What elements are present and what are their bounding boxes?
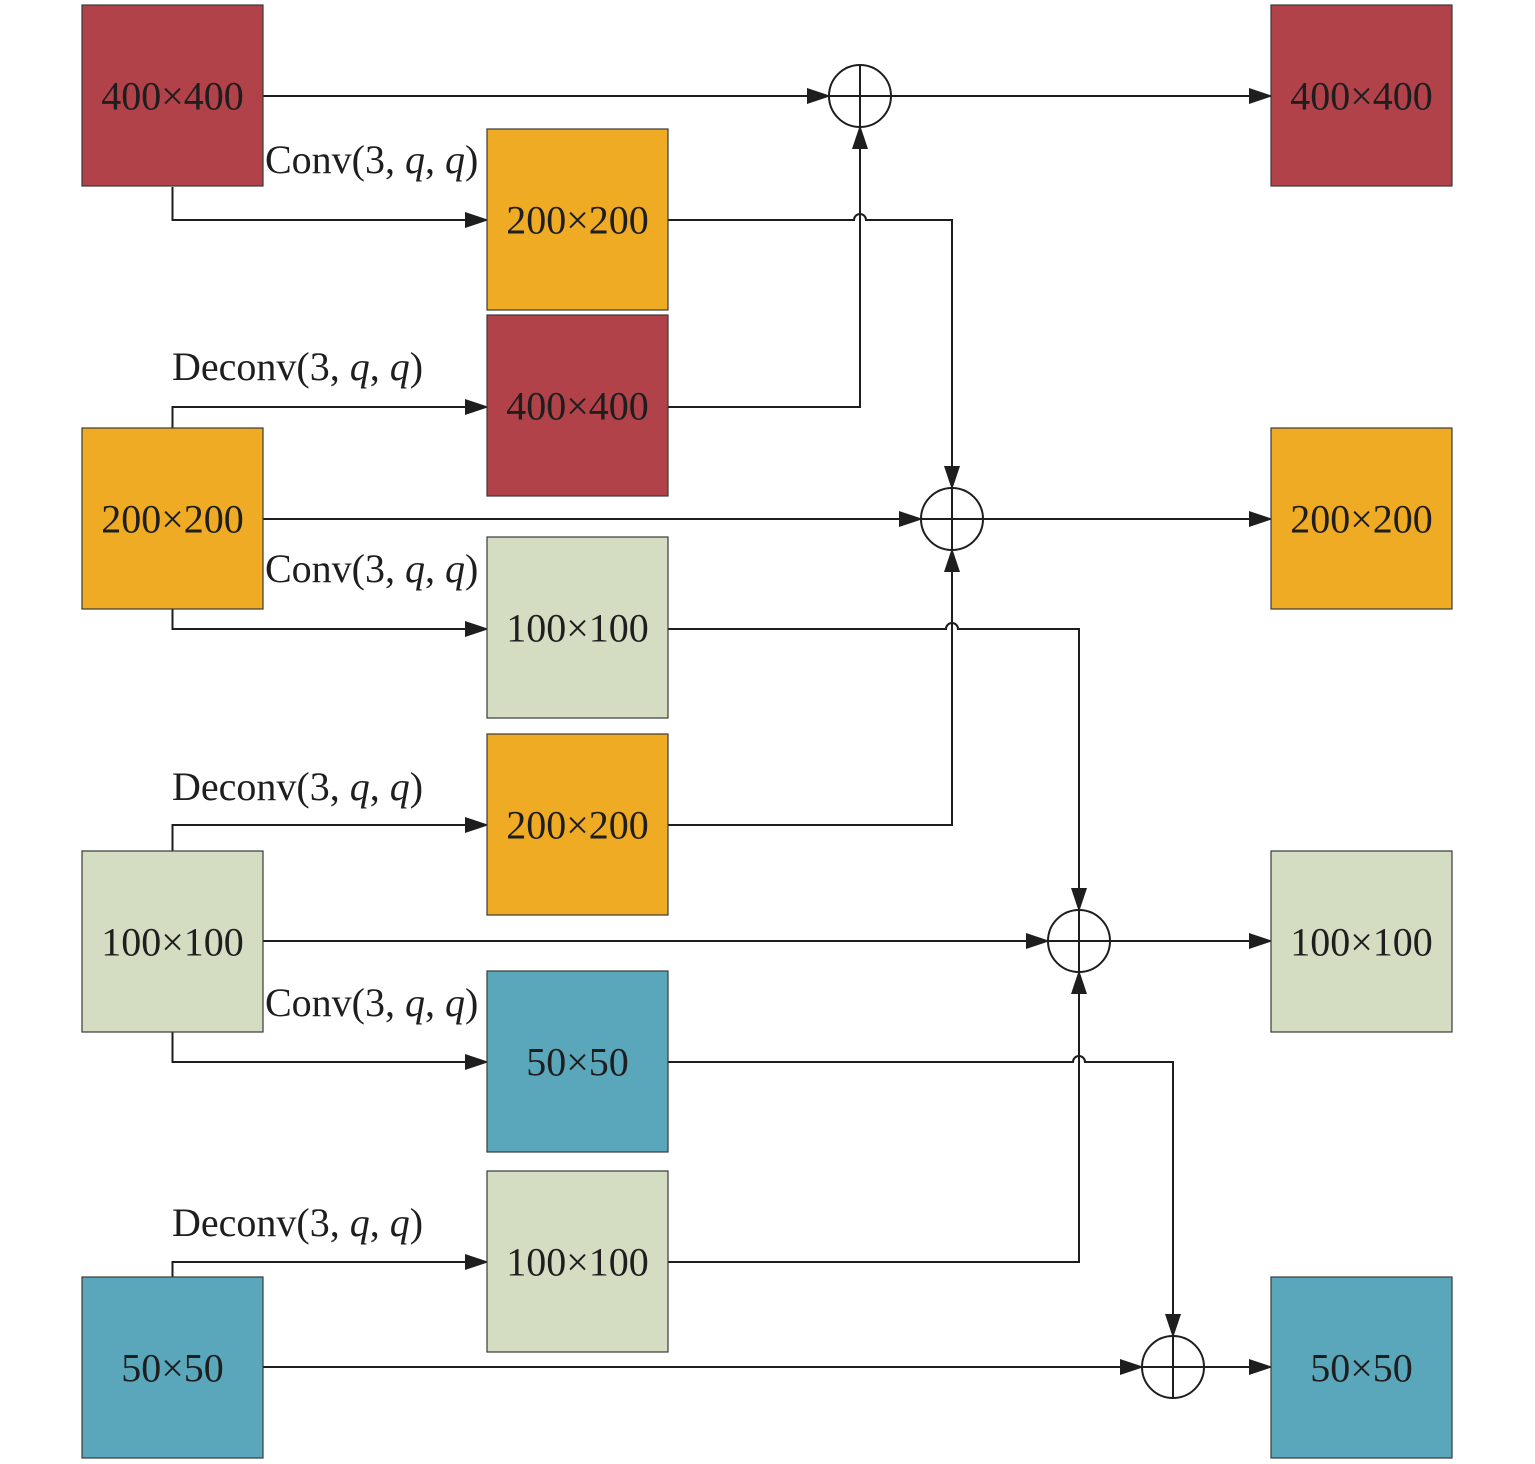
sum-node-4 [1141,1335,1205,1399]
input-map-3-label: 100×100 [101,920,244,965]
intermediate-map-1-label: 200×200 [506,198,649,243]
intermediate-map-3-rect [486,536,669,719]
intermediate-map-1-rect [486,128,669,311]
output-map-3-rect [1270,850,1453,1033]
input-map-3-rect [81,850,264,1033]
sum-node-2 [920,487,984,551]
intermediate-map-6-rect [486,1170,669,1353]
input-map-1-label: 400×400 [101,74,244,119]
input-map-4-label: 50×50 [121,1346,224,1391]
input-map-2-rect [81,427,264,610]
input-map-3: 100×100 [81,850,264,1033]
output-map-1: 400×400 [1270,4,1453,187]
output-map-1-rect [1270,4,1453,187]
connector-3 [171,187,489,228]
conv-label-2: Conv(3, q, q) [265,546,478,591]
intermediate-map-4-label: 200×200 [506,803,649,848]
intermediate-map-2-rect [486,314,669,497]
input-map-1: 400×400 [81,4,264,187]
input-map-4: 50×50 [81,1276,264,1459]
output-map-2-rect [1270,427,1453,610]
input-map-4-rect [81,1276,264,1459]
intermediate-map-6-label: 100×100 [506,1240,649,1285]
connection-lines [171,88,1273,1375]
intermediate-map-2-label: 400×400 [506,384,649,429]
connector-16 [668,1055,1181,1338]
sum-node-3 [1047,909,1111,973]
output-map-4: 50×50 [1270,1276,1453,1459]
input-map-2-label: 200×200 [101,497,244,542]
output-map-4-rect [1270,1276,1453,1459]
sum-node-1 [828,64,892,128]
connector-9 [171,609,489,637]
deconv-label-2: Deconv(3, q, q) [172,764,423,809]
sum-nodes [828,64,1205,1399]
intermediate-map-5-rect [486,970,669,1153]
deconv-label-3: Deconv(3, q, q) [172,1200,423,1245]
output-map-2-label: 200×200 [1290,497,1433,542]
intermediate-map-5: 50×50 [486,970,669,1153]
output-map-1-label: 400×400 [1290,74,1433,119]
connector-12 [668,548,960,826]
deconv-label-1: Deconv(3, q, q) [172,344,423,389]
intermediate-map-5-label: 50×50 [526,1040,629,1085]
intermediate-map-6: 100×100 [486,1170,669,1353]
output-map-3-label: 100×100 [1290,920,1433,965]
output-map-4-label: 50×50 [1310,1346,1413,1391]
input-map-2: 200×200 [81,427,264,610]
input-map-1-rect [81,4,264,187]
connector-15 [171,1032,489,1070]
connector-10 [668,622,1087,912]
conv-label-3: Conv(3, q, q) [265,980,478,1025]
output-map-3: 100×100 [1270,850,1453,1033]
conv-label-1: Conv(3, q, q) [265,137,478,182]
intermediate-map-1: 200×200 [486,128,669,311]
intermediate-map-2: 400×400 [486,314,669,497]
connector-4 [668,213,960,490]
intermediate-map-4-rect [486,733,669,916]
output-map-2: 200×200 [1270,427,1453,610]
intermediate-map-3: 100×100 [486,536,669,719]
connector-11 [171,817,489,851]
connector-6 [668,125,868,408]
intermediate-map-4: 200×200 [486,733,669,916]
connector-5 [171,399,489,428]
connector-17 [171,1254,489,1277]
operation-labels: Conv(3, q, q) Deconv(3, q, q) Conv(3, q, q… [172,137,478,1245]
connector-18 [668,970,1087,1263]
intermediate-map-3-label: 100×100 [506,606,649,651]
feature-maps: 400×400 200×200 100×100 50×50 200×200 400×400… [81,4,1453,1459]
